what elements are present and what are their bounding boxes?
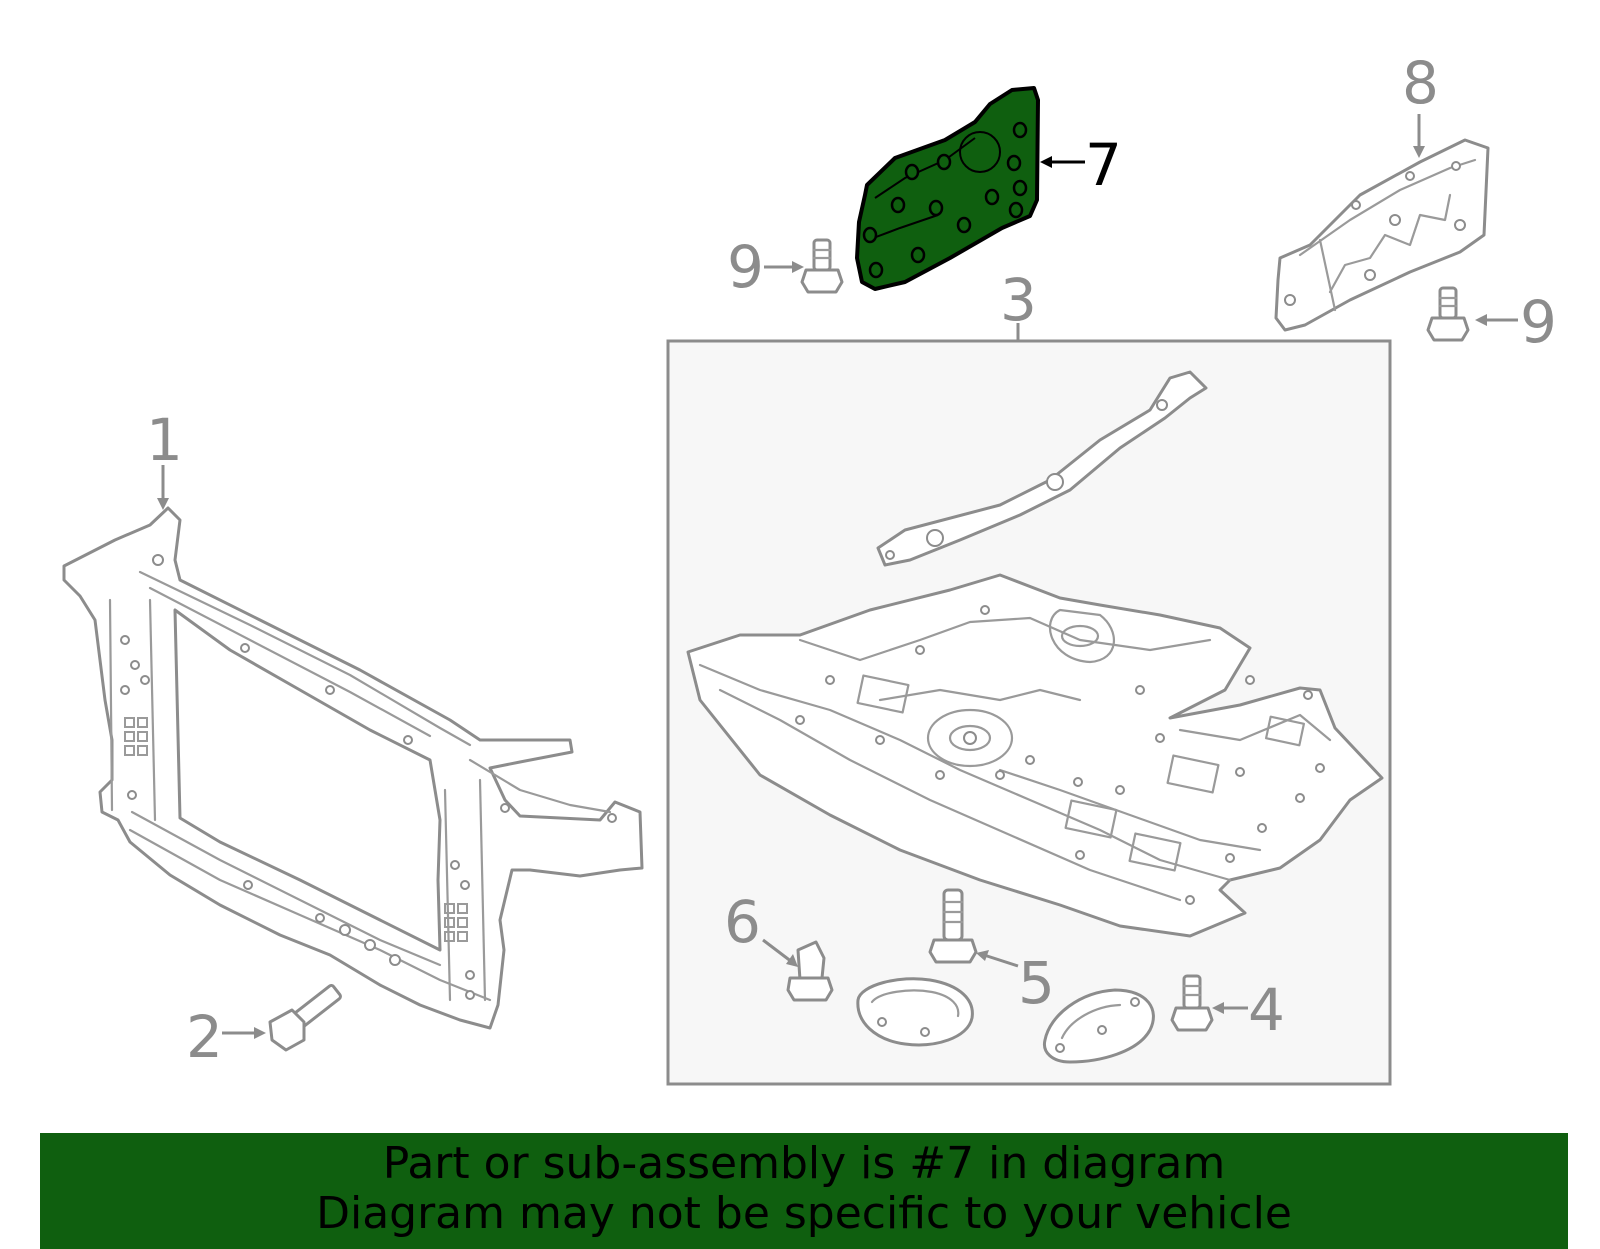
part-7-highlighted[interactable]	[855, 86, 1040, 291]
banner-line-1: Part or sub-assembly is #7 in diagram	[382, 1138, 1226, 1189]
part-4-cover	[1042, 988, 1155, 1064]
callout-6: 6	[724, 888, 761, 956]
part-3-undercover	[686, 573, 1384, 938]
part-6-clip	[786, 940, 834, 1002]
callout-8: 8	[1402, 49, 1439, 117]
info-banner: Part or sub-assembly is #7 in diagram Di…	[40, 1133, 1568, 1249]
part-2-bolt	[268, 984, 342, 1052]
part-8-bracket	[1274, 138, 1490, 332]
part-3-support-bar	[876, 370, 1208, 567]
callout-1: 1	[146, 406, 183, 474]
callout-4: 4	[1248, 976, 1285, 1044]
part-9-bolt-upper	[800, 238, 844, 294]
part-9-bolt-right	[1426, 286, 1470, 342]
banner-line-2: Diagram may not be specific to your vehi…	[316, 1188, 1292, 1239]
part-4-bolt	[1170, 974, 1214, 1032]
callout-7: 7	[1085, 131, 1122, 199]
part-5-bolt	[928, 888, 978, 964]
part-5-cover	[856, 977, 974, 1047]
callout-5: 5	[1018, 949, 1055, 1017]
callout-9-right: 9	[1520, 288, 1557, 356]
callout-3: 3	[1000, 266, 1037, 334]
callout-2: 2	[186, 1003, 223, 1071]
part-1-frame	[62, 506, 644, 1030]
callout-9-left: 9	[727, 233, 764, 301]
